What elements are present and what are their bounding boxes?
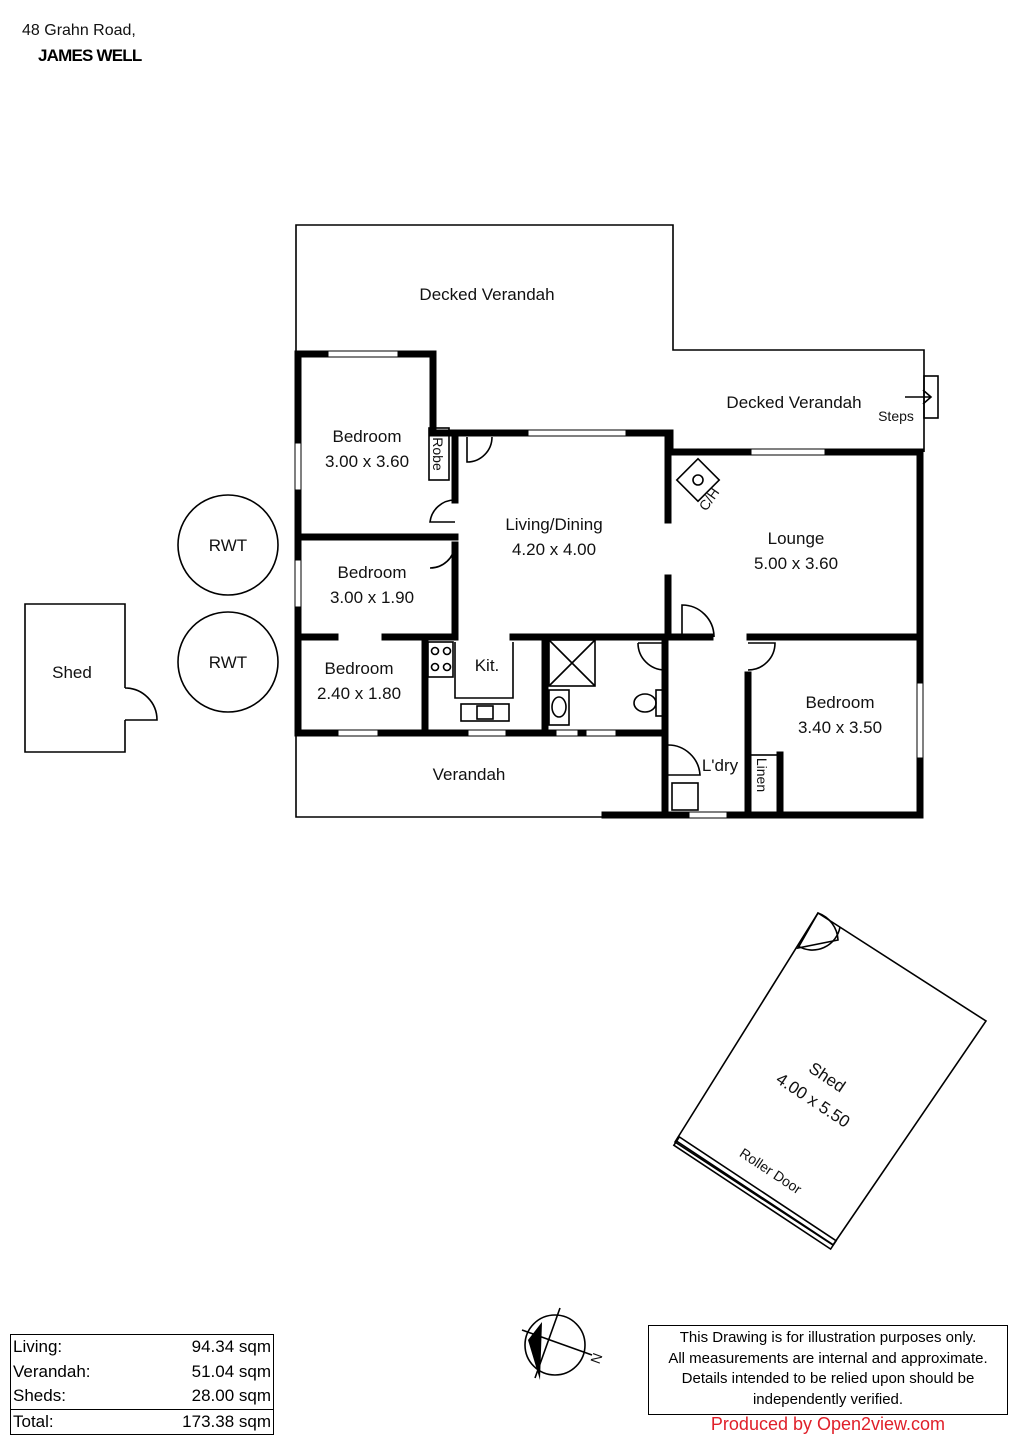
- label-laundry: L'dry: [702, 756, 739, 775]
- windows: [294, 350, 924, 819]
- producer-credit: Produced by Open2view.com: [710, 1414, 946, 1434]
- label-ch: C/H: [695, 485, 722, 514]
- label-living-size: 4.20 x 4.00: [512, 540, 596, 559]
- decked-verandah-outline: [295, 224, 925, 452]
- steps-arrow-icon: [905, 389, 933, 405]
- fixtures: [427, 427, 781, 814]
- area-value: 94.34 sqm: [191, 1337, 271, 1356]
- area-row: Living: 94.34 sqm: [11, 1335, 273, 1360]
- area-value: 51.04 sqm: [191, 1361, 271, 1381]
- address-street: 48 Grahn Road,: [22, 22, 136, 39]
- label-bedroom-2-size: 3.00 x 1.90: [330, 588, 414, 607]
- label-bedroom-1-size: 3.00 x 3.60: [325, 452, 409, 471]
- label-linen: Linen: [754, 758, 770, 792]
- label-rwt-2: RWT: [209, 653, 247, 672]
- total-value: 173.38 sqm: [182, 1411, 271, 1431]
- area-row: Sheds: 28.00 sqm: [11, 1384, 273, 1409]
- heater-icon: [675, 457, 721, 503]
- shed-small-outline: [24, 603, 126, 753]
- basin-icon: [548, 689, 570, 726]
- disclaimer-line: This Drawing is for illustration purpose…: [679, 1329, 977, 1346]
- label-steps: Steps: [878, 408, 914, 424]
- disclaimer-box: This Drawing is for illustration purpose…: [648, 1325, 1008, 1415]
- address-suburb: JAMES WELL: [38, 46, 142, 65]
- stove-icon: [427, 641, 454, 678]
- area-total-row: Total: 173.38 sqm: [11, 1408, 273, 1435]
- label-living: Living/Dining: [505, 515, 602, 534]
- disclaimer-line: independently verified.: [752, 1390, 904, 1408]
- label-bedroom-3-size: 2.40 x 1.80: [317, 684, 401, 703]
- total-label: Total:: [13, 1411, 54, 1431]
- roller-door-icon: [672, 1135, 838, 1251]
- area-row: Verandah: 51.04 sqm: [11, 1360, 273, 1385]
- verandah-outline: [295, 735, 605, 818]
- label-rwt-1: RWT: [209, 536, 247, 555]
- label-decked-verandah-2: Decked Verandah: [726, 393, 861, 412]
- shed-large: [672, 911, 988, 1251]
- label-robe: Robe: [430, 437, 446, 471]
- sink-icon: [460, 703, 510, 722]
- label-decked-verandah: Decked Verandah: [419, 285, 554, 304]
- rainwater-tank-1: [177, 494, 279, 596]
- label-bedroom-4: Bedroom: [806, 693, 875, 712]
- label-verandah: Verandah: [433, 765, 506, 784]
- north-compass-icon: [521, 1307, 593, 1380]
- disclaimer-line: All measurements are internal and approx…: [668, 1349, 988, 1367]
- shower-icon: [548, 639, 596, 687]
- label-shed-small: Shed: [52, 663, 92, 682]
- door-swings: [124, 436, 839, 950]
- label-bedroom-3: Bedroom: [325, 659, 394, 678]
- label-kitchen: Kit.: [475, 656, 500, 675]
- walls: [294, 350, 924, 819]
- area-label: Verandah:: [13, 1361, 91, 1381]
- label-lounge: Lounge: [768, 529, 825, 548]
- label-bedroom-4-size: 3.40 x 3.50: [798, 718, 882, 737]
- compass-label: N: [587, 1351, 605, 1366]
- laundry-tub-icon: [671, 782, 699, 811]
- disclaimer-line: Details intended to be relied upon shoul…: [681, 1370, 975, 1387]
- rainwater-tank-2: [177, 611, 279, 713]
- area-label: Sheds:: [13, 1386, 66, 1405]
- area-summary-table: Living: 94.34 sqm Verandah: 51.04 sqm Shed…: [10, 1334, 274, 1435]
- label-lounge-size: 5.00 x 3.60: [754, 554, 838, 573]
- area-value: 28.00 sqm: [191, 1386, 271, 1405]
- label-bedroom-2: Bedroom: [338, 563, 407, 582]
- area-label: Living:: [13, 1337, 63, 1356]
- label-bedroom-1: Bedroom: [333, 427, 402, 446]
